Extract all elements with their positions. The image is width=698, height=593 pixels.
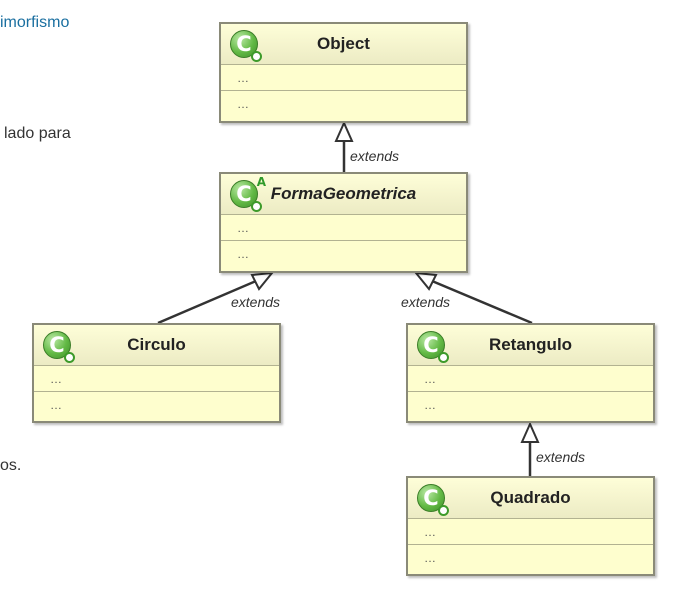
arrowhead-forma-right [413,271,438,291]
arrowhead-forma-left [250,271,275,291]
arrowhead-retangulo [520,421,540,443]
methods-section: … [237,247,249,261]
methods-section: … [424,398,436,412]
class-name: Object [317,34,370,53]
edge-label-extends: extends [536,449,585,465]
edge-label-extends: extends [350,148,399,164]
fields-section: … [34,366,279,392]
class-header: C Quadrado [408,478,653,519]
edge-label-extends: extends [231,294,280,310]
edge-circulo-forma [157,279,257,325]
abstract-class-icon: C A [230,175,266,212]
class-box-object[interactable]: C Object … … [219,22,468,123]
class-header: C Retangulo [408,325,653,366]
class-box-formageometrica[interactable]: C A FormaGeometrica … … [219,172,468,273]
fields-section: … [408,366,653,392]
class-icon: C [417,331,449,363]
background-text-fragment: lado para [4,125,71,142]
background-text-fragment: os. [0,457,22,474]
edge-label-extends: extends [401,294,450,310]
class-name: Circulo [127,335,186,354]
methods-section: … [237,97,249,111]
class-icon: C [417,484,449,516]
class-header: C Circulo [34,325,279,366]
fields-section: … [221,65,466,91]
arrowhead-object [334,120,354,142]
class-icon: C [43,331,75,363]
class-icon: C [230,30,262,62]
class-box-retangulo[interactable]: C Retangulo … … [406,323,655,423]
edge-retangulo-forma [431,279,533,325]
class-name: Retangulo [488,335,573,354]
fields-section: … [408,519,653,545]
methods-section: … [424,551,436,565]
class-name: FormaGeometrica [270,184,417,203]
class-header: C A FormaGeometrica [221,174,466,215]
background-link-text[interactable]: imorfismo [0,14,70,31]
fields-section: … [221,215,466,241]
class-name: Quadrado [490,488,571,507]
class-box-quadrado[interactable]: C Quadrado … … [406,476,655,576]
class-box-circulo[interactable]: C Circulo … … [32,323,281,423]
methods-section: … [50,398,62,412]
class-header: C Object [221,24,466,65]
